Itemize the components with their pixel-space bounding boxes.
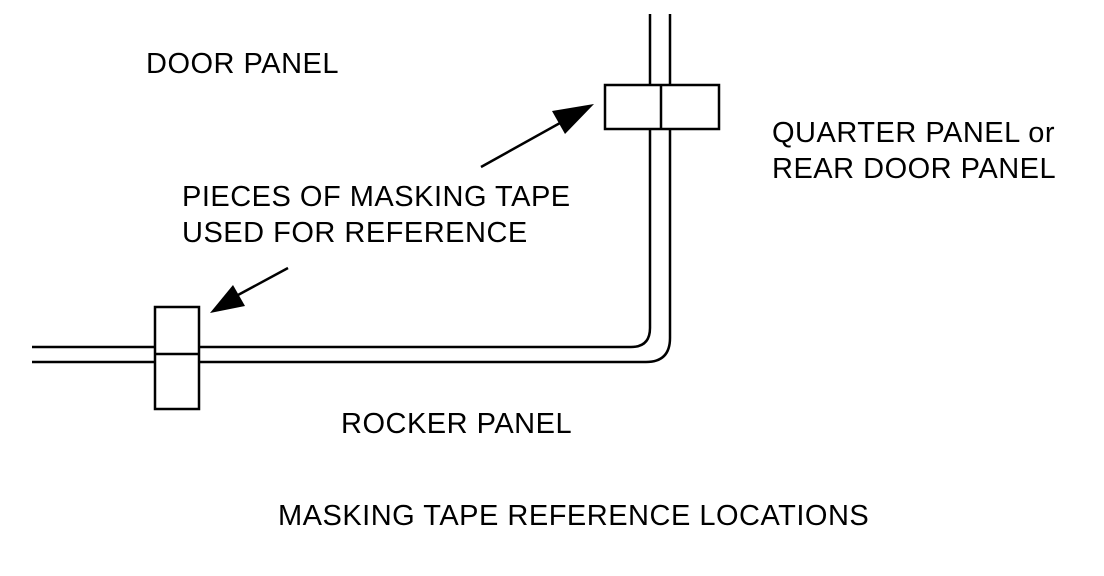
quarter-panel-label-line2: REAR DOOR PANEL: [772, 153, 1056, 185]
arrow-to-lower-tape: [210, 266, 289, 313]
diagram-caption: MASKING TAPE REFERENCE LOCATIONS: [278, 500, 869, 532]
quarter-panel-label-line1: QUARTER PANEL or: [772, 117, 1055, 149]
tape-piece-vertical-gap: [603, 83, 721, 131]
door-panel-label: DOOR PANEL: [146, 48, 339, 80]
arrow-shaft-upper: [480, 121, 561, 169]
arrow-to-upper-tape: [480, 104, 594, 169]
tape-piece-rocker-gap: [153, 305, 201, 411]
rocker-panel-label: ROCKER PANEL: [341, 408, 572, 440]
panel-gap-lines: [32, 14, 672, 364]
arrow-head-upper: [552, 104, 594, 134]
panel-gap-inner-line: [32, 14, 672, 364]
arrow-shaft-lower: [237, 266, 289, 297]
panel-gap-outer-line: [32, 14, 652, 349]
arrow-head-lower: [210, 285, 245, 313]
tape-callout-line2: USED FOR REFERENCE: [182, 217, 528, 249]
tape-callout-line1: PIECES OF MASKING TAPE: [182, 181, 571, 213]
tape-rect-lower: [153, 305, 201, 411]
